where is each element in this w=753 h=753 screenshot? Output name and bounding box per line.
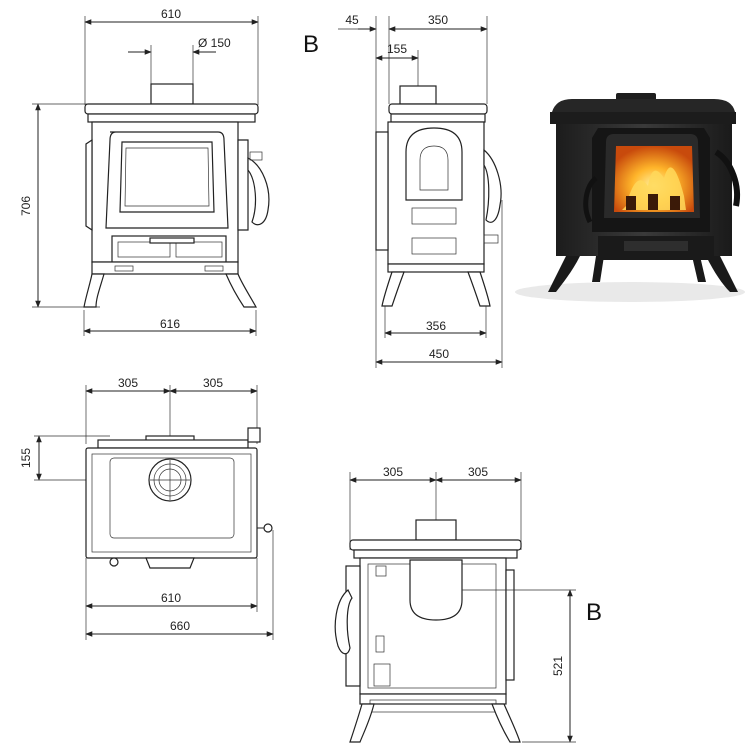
- rear-flue-height-label: 521: [551, 656, 565, 676]
- front-glass: [119, 141, 215, 213]
- front-left-leg: [83, 273, 105, 308]
- flue-collar: [150, 83, 194, 105]
- side-total-depth-label: 450: [429, 347, 449, 361]
- front-view: 610 Ø 150 706: [19, 7, 270, 336]
- top-plate: [84, 103, 259, 115]
- side-flue-offset-label: 155: [387, 42, 407, 56]
- rear-half-left-label: 305: [383, 465, 403, 479]
- side-window: [405, 127, 463, 201]
- top-half-right-label: 305: [203, 376, 223, 390]
- wood-stove-photo: [515, 93, 745, 302]
- rear-view: 305 305 B 521: [334, 465, 602, 743]
- rear-section-label: B: [586, 599, 602, 626]
- top-flue-offset-label: 155: [19, 448, 33, 468]
- front-top-width-label: 610: [161, 7, 181, 21]
- top-width-label: 610: [161, 591, 181, 605]
- front-height-label: 706: [19, 196, 33, 216]
- top-half-left-label: 305: [118, 376, 138, 390]
- top-view: 305 305 155 610 660: [19, 376, 274, 640]
- front-right-leg: [225, 273, 258, 308]
- side-handle: [247, 157, 270, 226]
- side-rear-offset-label: 45: [345, 13, 359, 27]
- top-width-handles-label: 660: [170, 619, 190, 633]
- side-depth-label: 350: [428, 13, 448, 27]
- side-base-depth-label: 356: [426, 319, 446, 333]
- side-section-label: B: [303, 31, 319, 58]
- flue-diameter-label: Ø 150: [198, 36, 231, 50]
- side-door-edge: [375, 131, 389, 251]
- rear-flue-outlet: [409, 559, 463, 621]
- side-view: B 45 350 155 356 450: [303, 13, 503, 368]
- rear-half-right-label: 305: [468, 465, 488, 479]
- front-base-width-label: 616: [160, 317, 180, 331]
